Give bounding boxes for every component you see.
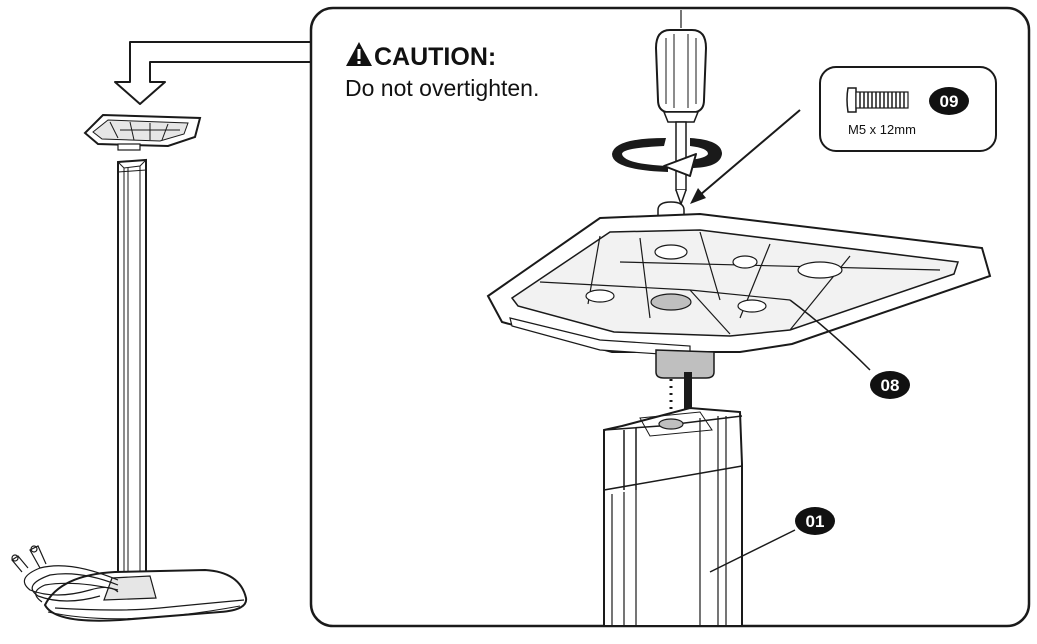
pointer-arrow: [114, 41, 312, 105]
part-badge-09: 09: [929, 87, 969, 115]
overview-top-plate: [83, 113, 202, 151]
rotation-arrow-icon: [612, 138, 722, 177]
caution-title: CAUTION:: [374, 43, 496, 71]
callout-arrow: [690, 109, 801, 204]
svg-text:01: 01: [806, 512, 825, 531]
svg-text:08: 08: [881, 376, 900, 395]
stand-overview: [11, 41, 312, 622]
caution-block: CAUTION: Do not overtighten.: [345, 42, 539, 101]
plate-bosses: [585, 244, 843, 313]
screwdriver-icon: [654, 10, 708, 207]
screw-spec: M5 x 12mm: [848, 122, 916, 137]
pole-01: [603, 372, 743, 627]
screw-callout: M5 x 12mm 09: [819, 66, 997, 152]
warning-triangle-icon: [346, 42, 372, 66]
top-plate-08: [486, 212, 992, 379]
caution-message: Do not overtighten.: [345, 75, 539, 101]
overview-base: [43, 568, 248, 622]
part-label-01: 01: [709, 507, 835, 573]
part-label-08: 08: [789, 299, 910, 399]
overview-pole: [117, 158, 147, 579]
screw-icon: [846, 87, 909, 113]
overview-cables: [11, 545, 119, 603]
svg-text:09: 09: [940, 92, 959, 111]
